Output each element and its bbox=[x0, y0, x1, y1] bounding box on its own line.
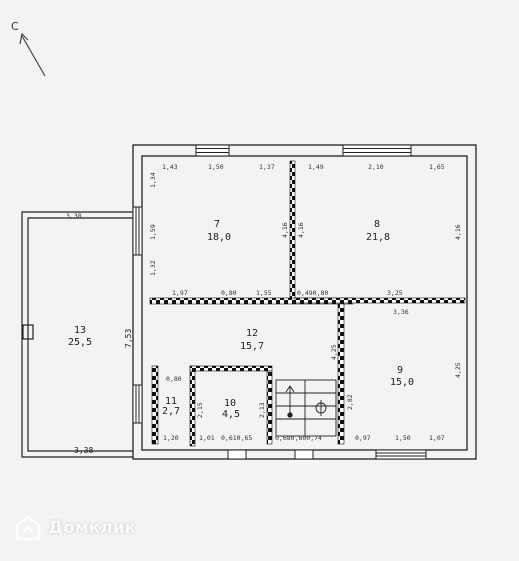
room-13-area: 25,5 bbox=[68, 337, 92, 348]
dim-room8-left: 4,16 bbox=[297, 222, 305, 238]
room-labels: 7 18,0 8 21,8 9 15,0 10 4,5 11 2,7 12 15… bbox=[68, 219, 414, 420]
room-10-area: 4,5 bbox=[222, 409, 240, 420]
dimension-labels: 1,43 1,50 1,37 1,49 2,10 1,65 1,34 1,59 … bbox=[66, 163, 462, 455]
room-10-number: 10 bbox=[224, 398, 236, 409]
room-7-area: 18,0 bbox=[207, 232, 231, 243]
dim-room8-bottom-1: 0,490,80 bbox=[297, 289, 328, 297]
dim-room8-bottom-2: 3,25 bbox=[387, 289, 403, 297]
room-8-area: 21,8 bbox=[366, 232, 390, 243]
dim-room9-right: 4,25 bbox=[454, 362, 462, 378]
dim-room9-top: 3,36 bbox=[393, 308, 409, 316]
dim-room7-bottom-3: 1,55 bbox=[256, 289, 272, 297]
compass: С bbox=[11, 20, 46, 77]
watermark: Домклик bbox=[14, 514, 136, 542]
dim-room13-top: 3,38 bbox=[66, 212, 82, 220]
dim-room7-bottom-1: 1,97 bbox=[172, 289, 188, 297]
dim-top-left-3: 1,37 bbox=[259, 163, 275, 171]
room-12-number: 12 bbox=[246, 328, 258, 339]
dim-bottom-2: 1,01 bbox=[199, 434, 215, 442]
room-9-number: 9 bbox=[397, 365, 403, 376]
dim-stair-height: 2,13 bbox=[258, 402, 266, 418]
dim-bottom-7: 1,07 bbox=[429, 434, 445, 442]
interior-partitions bbox=[149, 160, 466, 447]
dim-top-left-1: 1,43 bbox=[162, 163, 178, 171]
dim-bottom-5: 0,97 bbox=[355, 434, 371, 442]
stair-start-dot-icon bbox=[287, 412, 293, 418]
dim-room13-bottom: 3,38 bbox=[74, 446, 93, 455]
room-11-area: 2,7 bbox=[162, 406, 180, 417]
veranda-walls bbox=[21, 211, 133, 458]
room-9-area: 15,0 bbox=[390, 377, 414, 388]
dim-left-vert-3: 1,32 bbox=[149, 260, 157, 276]
stair-arrowhead-icon bbox=[285, 385, 295, 393]
dim-room7-right: 4,16 bbox=[281, 222, 289, 238]
dim-bottom-6: 1,50 bbox=[395, 434, 411, 442]
dim-room11-top: 0,80 bbox=[166, 375, 182, 383]
dim-left-vert-2: 1,59 bbox=[149, 224, 157, 240]
dim-room13-height: 7,53 bbox=[124, 329, 133, 348]
dim-bottom-4: 0,680,600,74 bbox=[275, 434, 322, 442]
compass-label: С bbox=[11, 20, 19, 33]
domclick-logo-icon bbox=[15, 515, 41, 541]
compass-arrowhead-icon bbox=[19, 32, 29, 45]
dim-top-right-3: 1,65 bbox=[429, 163, 445, 171]
dim-bottom-3: 0,610,65 bbox=[221, 434, 252, 442]
staircase bbox=[275, 379, 337, 437]
dim-left-vert-1: 1,34 bbox=[149, 172, 157, 188]
dim-top-right-1: 1,49 bbox=[308, 163, 324, 171]
dim-room9-left: 2,82 bbox=[346, 394, 354, 410]
room-13-number: 13 bbox=[74, 325, 86, 336]
compass-arrow-icon bbox=[21, 35, 46, 77]
dim-room7-bottom-2: 0,80 bbox=[221, 289, 237, 297]
room-12-area: 15,7 bbox=[240, 341, 264, 352]
watermark-text: Домклик bbox=[48, 518, 137, 538]
dim-room12-vert: 4,25 bbox=[330, 344, 338, 360]
room-8-number: 8 bbox=[374, 219, 380, 230]
room-7-number: 7 bbox=[214, 219, 220, 230]
dim-room8-right: 4,16 bbox=[454, 224, 462, 240]
windows bbox=[132, 144, 427, 460]
dim-top-right-2: 2,10 bbox=[368, 163, 384, 171]
dim-bottom-1: 1,20 bbox=[163, 434, 179, 442]
dim-top-left-2: 1,50 bbox=[208, 163, 224, 171]
room-11-number: 11 bbox=[165, 396, 177, 407]
dim-room10-left: 2,15 bbox=[196, 402, 204, 418]
